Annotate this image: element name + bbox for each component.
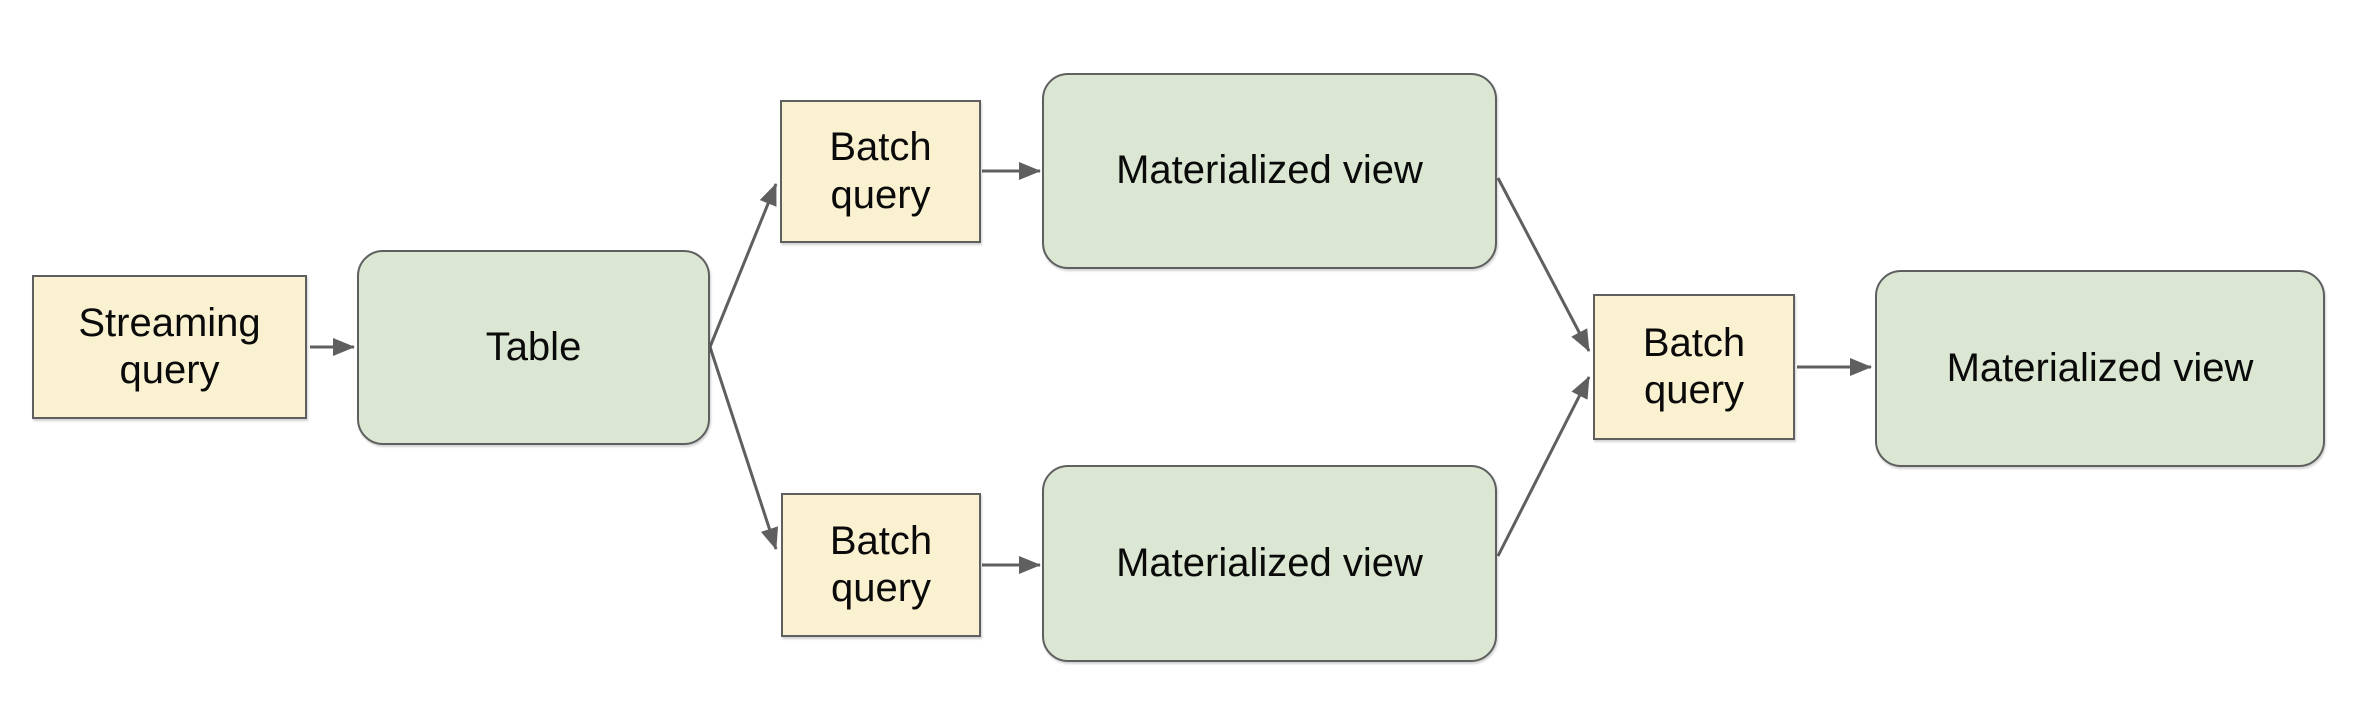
node-table: Table	[357, 250, 710, 445]
node-materialized-view-top: Materialized view	[1042, 73, 1497, 269]
edge-materialized-view-top-to-batch-query-final	[1496, 177, 1591, 352]
edge-materialized-view-bottom-to-batch-query-final	[1496, 376, 1591, 557]
node-label: Batch query	[829, 125, 932, 217]
node-batch-query-final: Batch query	[1593, 294, 1795, 440]
node-label: Streaming query	[78, 300, 261, 392]
node-materialized-view-final: Materialized view	[1875, 270, 2325, 467]
node-label: Materialized view	[1116, 540, 1423, 585]
edge-table-to-batch-query-top	[708, 183, 778, 348]
node-batch-query-top: Batch query	[780, 100, 981, 243]
node-label: Materialized view	[1946, 345, 2254, 390]
node-label: Materialized view	[1116, 148, 1423, 193]
node-label: Batch query	[1642, 320, 1746, 412]
node-label: Batch query	[829, 518, 933, 610]
node-label: Table	[485, 324, 582, 369]
edge-table-to-batch-query-bottom	[708, 346, 779, 550]
node-materialized-view-bottom: Materialized view	[1042, 465, 1497, 662]
node-batch-query-bottom: Batch query	[781, 493, 981, 637]
node-streaming-query: Streaming query	[32, 275, 307, 419]
